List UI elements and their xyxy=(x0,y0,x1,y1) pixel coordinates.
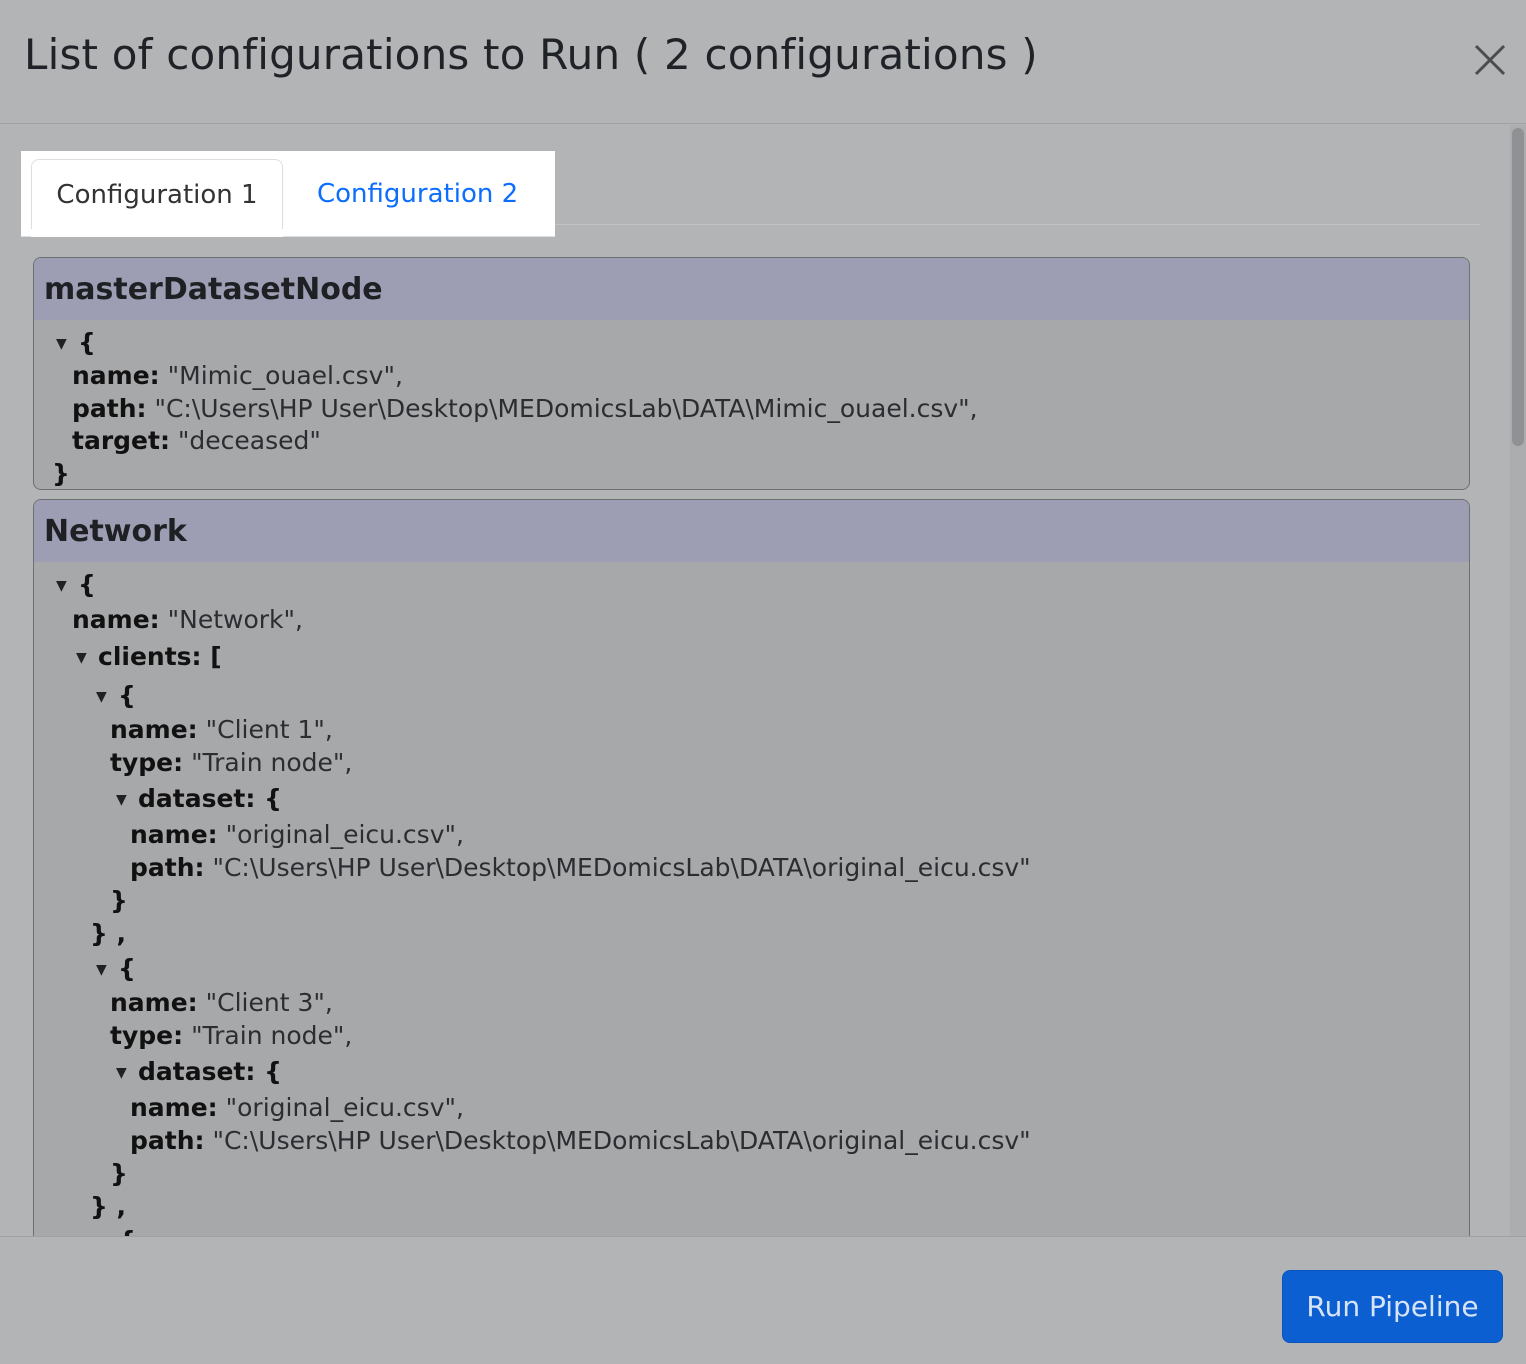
caret-down-icon[interactable]: ▼ xyxy=(56,578,67,594)
modal-footer: Run Pipeline xyxy=(0,1236,1526,1364)
network-card: Network ▼{ name: "Network", ▼clients: [ … xyxy=(33,499,1470,1236)
run-pipeline-button[interactable]: Run Pipeline xyxy=(1282,1270,1503,1343)
json-brace: } xyxy=(52,459,70,488)
json-field: name: "Client 3", xyxy=(110,988,333,1017)
tree-toggle[interactable]: ▼{ xyxy=(96,952,136,987)
tree-toggle[interactable]: ▼dataset: { xyxy=(116,1055,282,1090)
tree-toggle[interactable]: ▼{ xyxy=(96,679,136,714)
tab-divider xyxy=(21,236,31,237)
scrollbar-thumb[interactable] xyxy=(1512,128,1524,446)
tabs-divider xyxy=(555,224,1480,225)
tab-configuration-1[interactable]: Configuration 1 xyxy=(31,159,283,229)
json-field: path: "C:\Users\HP User\Desktop\MEDomics… xyxy=(130,853,1031,882)
caret-down-icon: ▼ xyxy=(96,689,107,705)
json-field: name: "Mimic_ouael.csv", xyxy=(72,361,403,390)
caret-down-icon[interactable]: ▼ xyxy=(56,336,67,352)
json-brace: } , xyxy=(90,919,126,948)
json-brace: } , xyxy=(90,1192,126,1221)
json-field: type: "Train node", xyxy=(110,748,353,777)
caret-down-icon: ▼ xyxy=(96,962,107,978)
tree-toggle[interactable]: ▼clients: [ xyxy=(76,640,222,675)
modal-body[interactable]: Configuration 1 Configuration 2 masterDa… xyxy=(0,125,1526,1236)
caret-down-icon: ▼ xyxy=(116,792,127,808)
tree-toggle[interactable]: ▼dataset: { xyxy=(116,782,282,817)
json-field: path: "C:\Users\HP User\Desktop\MEDomics… xyxy=(72,394,978,423)
modal-title: List of configurations to Run ( 2 config… xyxy=(24,30,1038,79)
tab-label: Configuration 1 xyxy=(56,179,258,210)
json-brace: } xyxy=(110,886,128,915)
modal-header: List of configurations to Run ( 2 config… xyxy=(0,0,1526,124)
caret-down-icon: ▼ xyxy=(116,1065,127,1081)
close-button[interactable] xyxy=(1466,38,1514,82)
card-title: masterDatasetNode xyxy=(34,258,1469,320)
tab-label: Configuration 2 xyxy=(317,179,519,209)
caret-down-icon: ▼ xyxy=(76,650,87,666)
json-field: name: "Client 1", xyxy=(110,715,333,744)
json-field: name: "Network", xyxy=(72,605,303,634)
tab-configuration-2[interactable]: Configuration 2 xyxy=(317,159,518,229)
json-field: name: "original_eicu.csv", xyxy=(130,1093,464,1122)
tree-toggle[interactable]: ▼{ xyxy=(96,1224,136,1236)
json-field: name: "original_eicu.csv", xyxy=(130,820,464,849)
tabs: Configuration 1 Configuration 2 xyxy=(21,151,555,237)
json-field: path: "C:\Users\HP User\Desktop\MEDomics… xyxy=(130,1126,1031,1155)
tab-divider xyxy=(283,236,555,237)
master-dataset-card: masterDatasetNode ▼{ name: "Mimic_ouael.… xyxy=(33,257,1470,490)
tree-toggle[interactable]: ▼{ xyxy=(56,326,96,361)
tree-toggle[interactable]: ▼{ xyxy=(56,568,96,603)
close-icon xyxy=(1474,44,1506,76)
json-brace: } xyxy=(110,1159,128,1188)
json-field: type: "Train node", xyxy=(110,1021,353,1050)
caret-down-icon: ▼ xyxy=(96,1226,118,1236)
json-field: target: "deceased" xyxy=(72,426,321,455)
card-title: Network xyxy=(34,500,1469,562)
